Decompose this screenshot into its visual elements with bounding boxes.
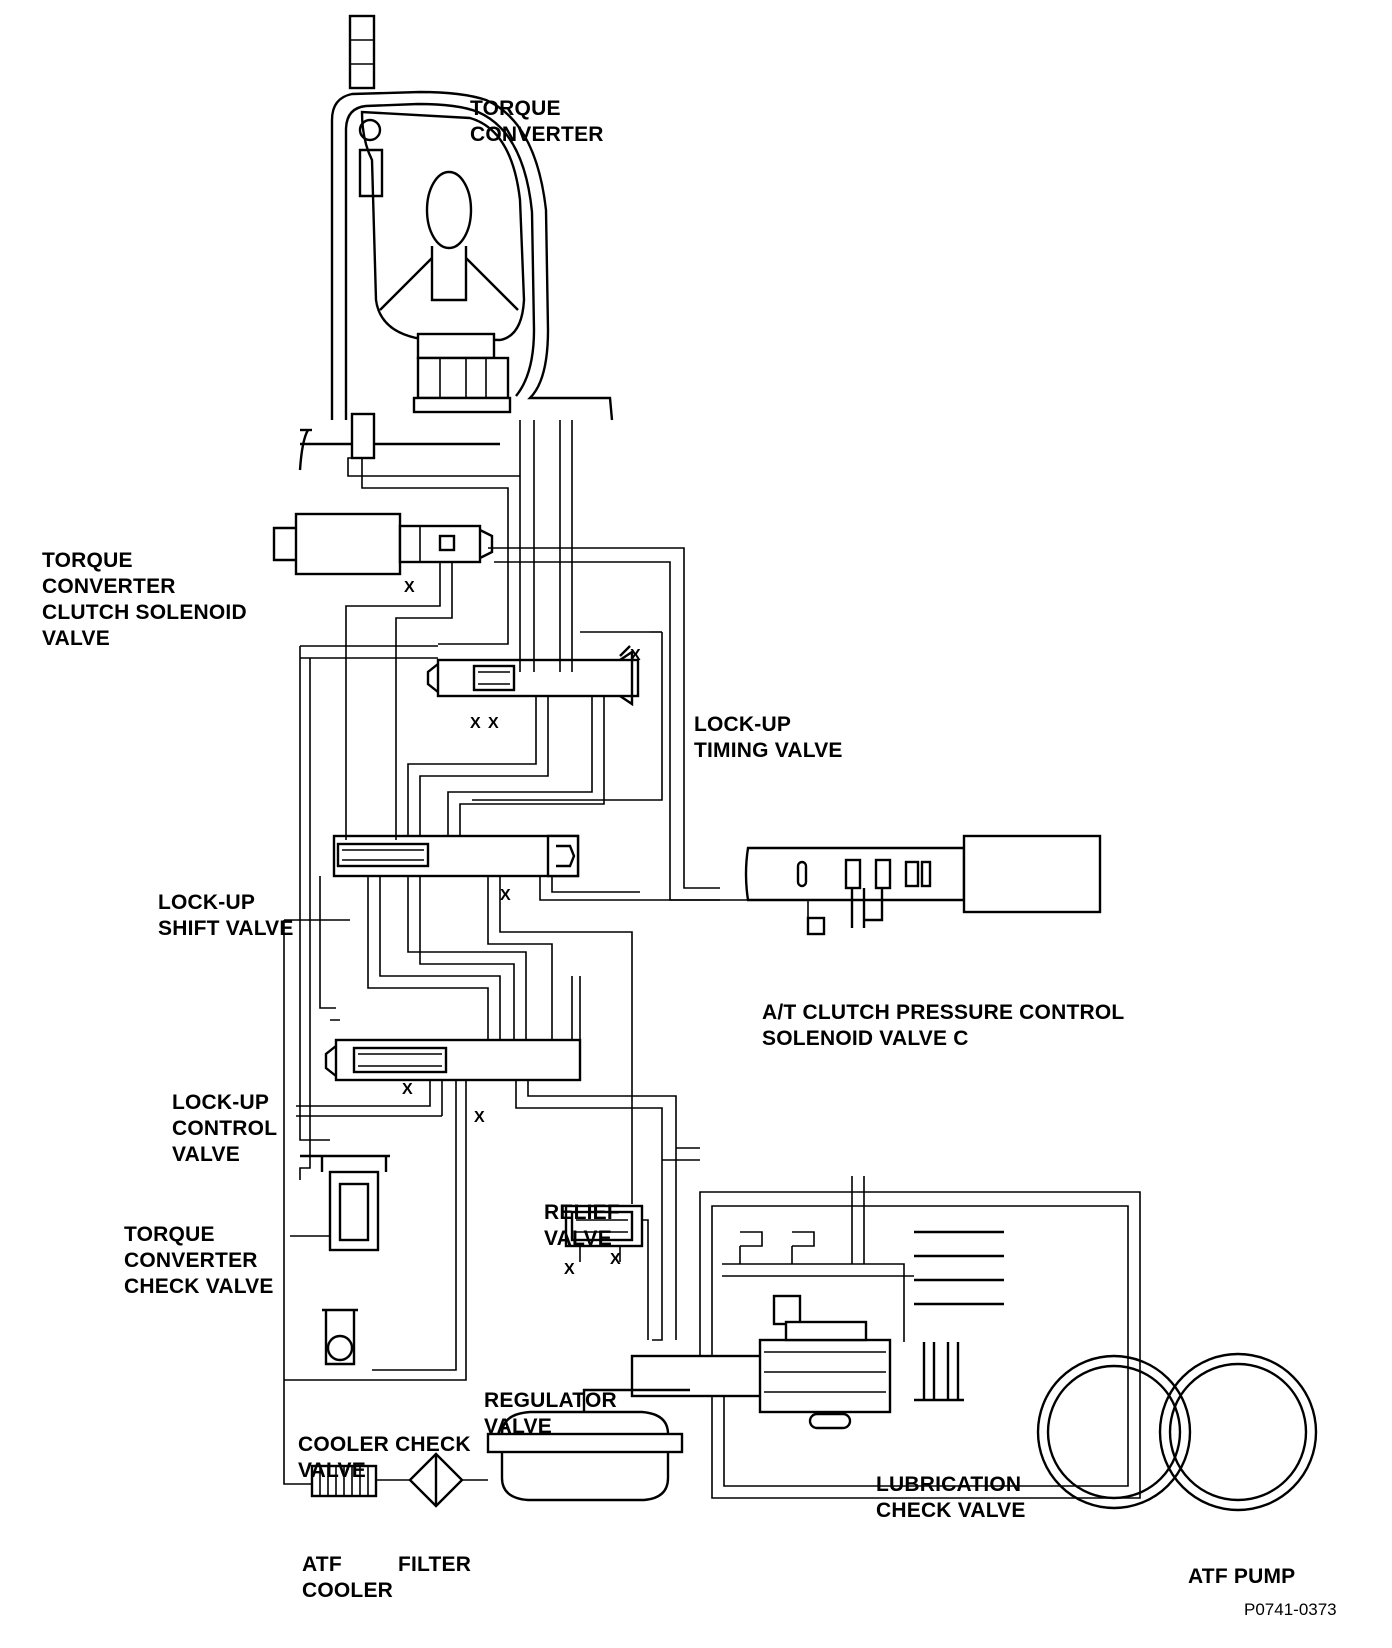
exhaust-mark: X — [402, 1081, 413, 1098]
fluid-passages — [283, 420, 1141, 1499]
filter-label: FILTER — [398, 1553, 472, 1576]
regulator-valve-drawing — [630, 1294, 892, 1430]
atf-pump-drawing — [1036, 1352, 1318, 1512]
exhaust-mark: X — [610, 1251, 621, 1268]
relief-valve-drawing — [564, 1204, 644, 1248]
lubrication-check-valve-drawing — [914, 1230, 1004, 1402]
exhaust-mark: X — [488, 715, 499, 732]
strainer-drawing — [486, 1388, 690, 1502]
exhaust-mark: X — [564, 1261, 575, 1278]
lockup-shift-valve-drawing — [332, 834, 580, 878]
atf-pump-label: ATF PUMP — [1188, 1565, 1296, 1588]
figure-code: P0741-0373 — [1244, 1600, 1337, 1619]
exhaust-mark: X — [404, 579, 415, 596]
exhaust-mark: X — [470, 715, 481, 732]
cooler-check-valve-drawing — [322, 1308, 358, 1366]
at-clutch-solenoid-c-drawing — [744, 834, 1102, 936]
lockup-control-valve-drawing — [324, 1038, 582, 1082]
exhaust-mark: X — [500, 887, 511, 904]
lockup-timing-valve-drawing — [426, 645, 640, 707]
torque-converter-drawing — [298, 14, 614, 471]
exhaust-mark: X — [630, 647, 641, 664]
tc-check-valve-drawing — [300, 1154, 390, 1252]
atf-cooler-drawing — [310, 1464, 378, 1498]
tcc-solenoid-drawing — [272, 512, 494, 576]
exhaust-mark: X — [474, 1109, 485, 1126]
